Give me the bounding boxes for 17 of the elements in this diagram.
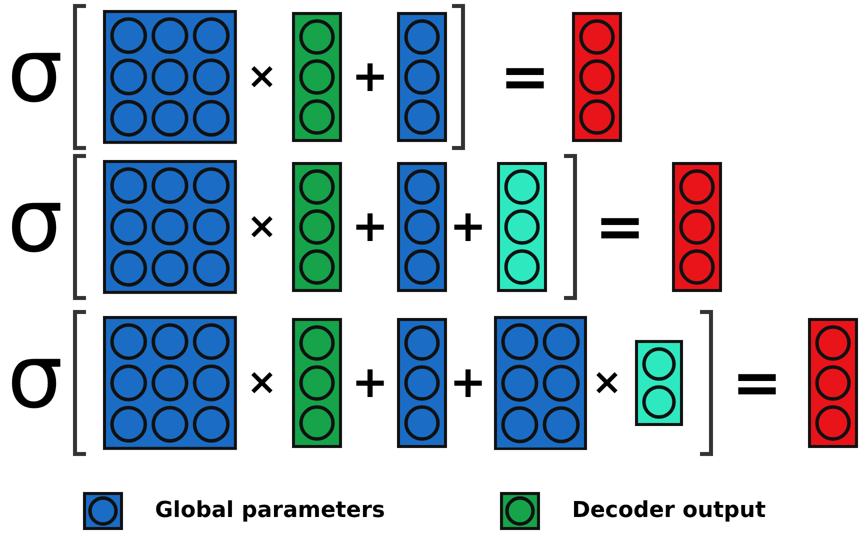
plus-sign: + xyxy=(352,361,388,405)
plus-sign: + xyxy=(450,361,486,405)
multiply-sign: × xyxy=(246,365,278,401)
plus-sign: + xyxy=(352,55,388,99)
sigma-symbol: σ xyxy=(7,333,63,421)
sigma-symbol: σ xyxy=(7,27,63,115)
sigma-symbol: σ xyxy=(7,177,63,265)
multiply-sign: × xyxy=(246,59,278,95)
equals-sign: = xyxy=(594,197,646,257)
plus-sign: + xyxy=(450,205,486,249)
equals-sign: = xyxy=(500,47,550,107)
multiply-sign: × xyxy=(592,365,622,401)
equals-sign: = xyxy=(732,353,782,413)
multiply-sign: × xyxy=(246,209,278,245)
plus-sign: + xyxy=(352,205,388,249)
legend-label: Global parameters xyxy=(155,498,386,523)
legend-label: Decoder output xyxy=(572,498,766,523)
